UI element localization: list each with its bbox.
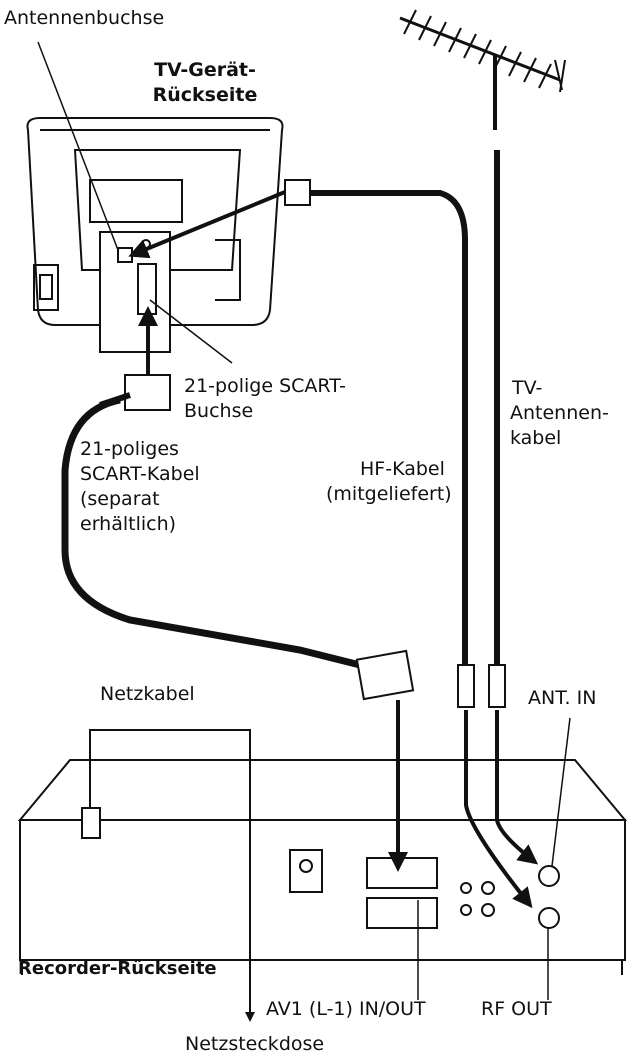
- label-rf-out: RF OUT: [481, 998, 552, 1020]
- label-tv-back-2: Rückseite: [152, 84, 258, 106]
- label-recorder-back: Recorder-Rückseite: [18, 958, 217, 979]
- label-tv-antenna-cable-2: Antennen-: [510, 402, 609, 424]
- label-hf-cable-1: HF-Kabel: [360, 458, 445, 480]
- antenna-illustration: [399, 9, 566, 130]
- label-tv-antenna-cable-1: TV-: [512, 377, 543, 399]
- rf-out-socket: [538, 907, 560, 929]
- label-scart-cable-4: erhältlich): [80, 513, 177, 535]
- label-tv-antenna-cable-3: kabel: [510, 427, 562, 449]
- tv-back-illustration: [26, 117, 284, 353]
- label-scart-socket-2: Buchse: [184, 400, 254, 422]
- recorder-scart-lower: [366, 897, 438, 929]
- label-scart-cable-2: SCART-Kabel: [80, 463, 200, 485]
- recorder-scart-upper: [366, 857, 438, 889]
- label-power-outlet: Netzsteckdose: [185, 1033, 325, 1055]
- label-tv-back-1: TV-Gerät-: [154, 59, 256, 81]
- label-ant-in: ANT. IN: [528, 687, 597, 709]
- label-power-cable: Netzkabel: [100, 683, 195, 705]
- label-scart-cable-1: 21-poliges: [80, 438, 179, 460]
- label-scart-cable-3: (separat: [80, 488, 160, 510]
- label-av1-in-out: AV1 (L-1) IN/OUT: [266, 998, 426, 1020]
- recorder-illustration: [17, 759, 628, 975]
- label-scart-socket-1: 21-polige SCART-: [184, 375, 346, 397]
- recorder-power-socket: [81, 807, 101, 839]
- ant-in-socket: [538, 865, 560, 887]
- label-hf-cable-2: (mitgeliefert): [326, 483, 452, 505]
- label-antenna-socket: Antennenbuchse: [4, 7, 165, 29]
- cables: [37, 41, 571, 1022]
